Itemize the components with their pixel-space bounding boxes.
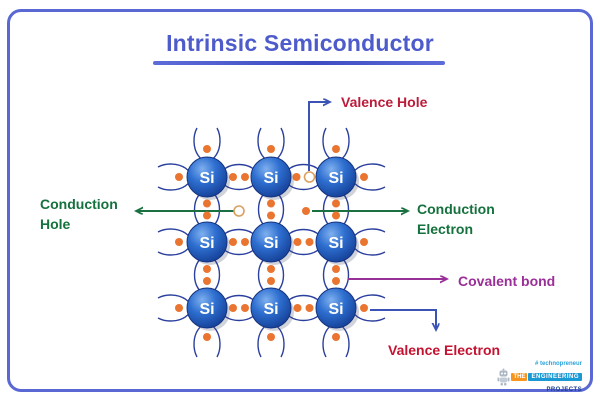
logo-projects-text: PROJECTS <box>546 387 582 393</box>
si-atom-label: Si <box>263 235 278 252</box>
valence-electron-arrow <box>370 309 436 330</box>
electron-dot <box>360 173 368 181</box>
electron-dot <box>267 277 275 285</box>
electron-dot <box>241 238 249 246</box>
electron-dot <box>203 199 211 208</box>
logo-engineering-badge: ENGINEERING <box>528 373 582 381</box>
hole <box>233 205 245 217</box>
electron-dot <box>305 304 314 312</box>
edge-bond-top <box>257 127 285 162</box>
valence-hole-label: Valence Hole <box>341 94 428 110</box>
valence-electron-label: Valence Electron <box>388 342 501 358</box>
electron-dot <box>267 211 275 220</box>
electron-dot <box>241 173 249 181</box>
si-atom-label: Si <box>199 170 214 187</box>
electron-dot <box>360 238 368 246</box>
si-atom-label: Si <box>263 170 278 187</box>
edge-bond-left <box>157 163 192 191</box>
conduction-electron-label: Conduction Electron <box>417 201 495 237</box>
si-atom <box>186 287 228 329</box>
si-atom <box>250 287 292 329</box>
electron-dot <box>267 199 275 208</box>
si-atom-label: Si <box>199 301 214 318</box>
robot-icon <box>497 368 510 386</box>
logo-the-badge: THE <box>511 373 528 381</box>
edge-bond-left <box>157 294 192 322</box>
electron-dot <box>267 145 275 153</box>
electron-dot <box>292 173 301 181</box>
diagram-frame <box>7 9 593 392</box>
si-atom-label: Si <box>263 301 278 318</box>
electron-dot <box>203 211 211 220</box>
electron-dot <box>360 304 368 312</box>
si-atom-label: Si <box>199 235 214 252</box>
si-atom <box>315 221 357 263</box>
electron-dot <box>229 173 237 181</box>
electron-dot <box>229 238 237 246</box>
si-atom <box>250 156 292 198</box>
electron-dot <box>175 173 183 181</box>
page-title: Intrinsic Semiconductor <box>166 30 434 56</box>
si-atom <box>186 156 228 198</box>
valence-hole-arrow <box>308 102 330 171</box>
electron-dot <box>175 238 183 246</box>
si-atom <box>250 221 292 263</box>
electron-dot <box>203 145 211 153</box>
electron-dot <box>332 277 340 285</box>
electron-dot <box>305 238 314 246</box>
hole <box>303 171 316 183</box>
electron-dot <box>293 238 302 246</box>
si-atom <box>315 287 357 329</box>
electron-dot <box>332 333 340 341</box>
electron-dot <box>203 277 211 285</box>
edge-bond-top <box>193 127 221 162</box>
conduction-hole-label: Conduction Hole <box>40 196 118 232</box>
electron-dot <box>332 199 340 208</box>
si-atom-label: Si <box>328 170 343 187</box>
logo-tagline: # technopreneur <box>534 361 582 367</box>
electron-dot <box>203 333 211 341</box>
electron-dot <box>332 145 340 153</box>
electron-dot <box>332 265 340 273</box>
title-underline <box>153 61 445 65</box>
si-atom <box>186 221 228 263</box>
electron-dot <box>293 304 302 312</box>
covalent-bond-label: Covalent bond <box>458 273 556 289</box>
electron-dot <box>267 333 275 341</box>
brand-logo: # technopreneur THE ENGINEERING PROJECTS <box>497 361 582 393</box>
si-atom-label: Si <box>328 235 343 252</box>
si-atom <box>315 156 357 198</box>
si-atom-label: Si <box>328 301 343 318</box>
electron-dot <box>241 304 249 312</box>
electron-dot <box>229 304 237 312</box>
electron-dot <box>332 211 340 220</box>
electron-dot <box>203 265 211 273</box>
electron-dot <box>267 265 275 273</box>
electron-dot <box>175 304 183 312</box>
edge-bond-left <box>157 228 192 256</box>
electron-dot <box>302 207 310 215</box>
edge-bond-top <box>322 127 350 162</box>
